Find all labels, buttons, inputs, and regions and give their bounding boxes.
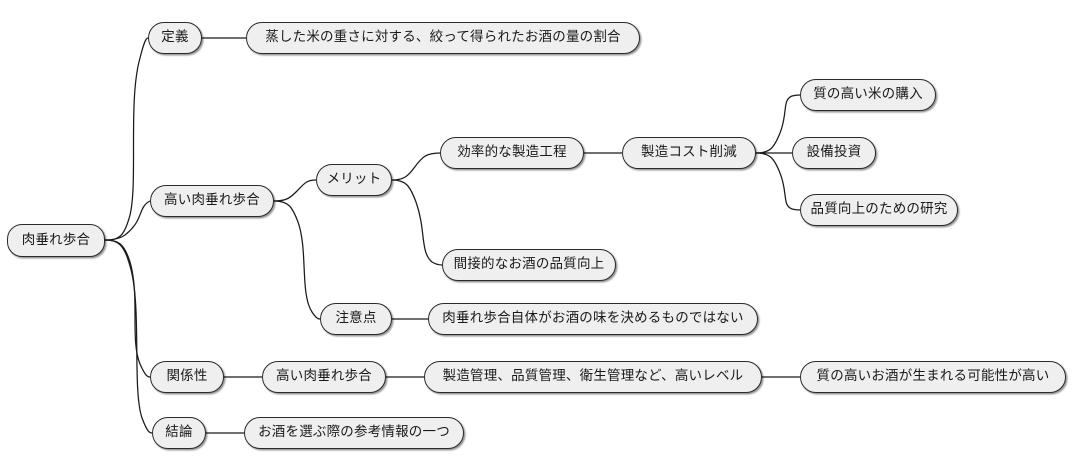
node-label: 質の高いお酒が生まれる可能性が高い — [816, 368, 1050, 385]
node-root[interactable]: 肉垂れ歩合 — [7, 224, 105, 257]
node-conclusion-detail[interactable]: お酒を選ぶ際の参考情報の一つ — [244, 417, 464, 449]
edge-root-high-ratio — [104, 200, 151, 241]
node-definition-detail[interactable]: 蒸した米の重さに対する、絞って得られたお酒の量の割合 — [246, 22, 640, 54]
node-good-sake-possible[interactable]: 質の高いお酒が生まれる可能性が高い — [800, 361, 1066, 393]
node-management-levels[interactable]: 製造管理、品質管理、衛生管理など、高いレベル — [424, 361, 762, 393]
node-caution[interactable]: 注意点 — [320, 303, 392, 335]
node-conclusion[interactable]: 結論 — [152, 417, 206, 449]
edge-high-ratio-caution — [273, 200, 321, 320]
node-efficient-process[interactable]: 効率的な製造工程 — [440, 137, 584, 169]
edge-cost-rice — [755, 94, 801, 154]
node-label: 注意点 — [335, 310, 377, 327]
node-buy-good-rice[interactable]: 質の高い米の購入 — [800, 79, 936, 111]
node-relation[interactable]: 関係性 — [150, 361, 224, 393]
node-definition[interactable]: 定義 — [148, 22, 202, 54]
node-label: 製造管理、品質管理、衛生管理など、高いレベル — [442, 368, 744, 385]
node-label: 品質向上のための研究 — [810, 201, 948, 218]
edge-root-definition — [104, 37, 149, 241]
node-label: 定義 — [161, 29, 189, 46]
edge-root-conclusion — [104, 239, 153, 434]
node-label: 効率的な製造工程 — [457, 144, 567, 161]
node-label: 結論 — [165, 424, 193, 441]
node-quality-research[interactable]: 品質向上のための研究 — [800, 194, 958, 226]
node-relation-high-ratio[interactable]: 高い肉垂れ歩合 — [262, 361, 386, 393]
node-label: メリット — [326, 171, 382, 188]
edge-high-ratio-merit — [273, 179, 317, 202]
node-label: 肉垂れ歩合自体がお酒の味を決めるものではない — [442, 310, 744, 327]
node-equipment-investment[interactable]: 設備投資 — [792, 137, 876, 169]
node-label: 質の高い米の購入 — [813, 86, 923, 103]
edge-merit-indirect — [391, 179, 443, 266]
node-indirect-quality[interactable]: 間接的なお酒の品質向上 — [442, 249, 616, 281]
node-cost-reduction[interactable]: 製造コスト削減 — [622, 137, 756, 169]
node-label: 蒸した米の重さに対する、絞って得られたお酒の量の割合 — [265, 29, 621, 46]
node-caution-detail[interactable]: 肉垂れ歩合自体がお酒の味を決めるものではない — [428, 303, 758, 335]
node-merit[interactable]: メリット — [316, 164, 392, 196]
node-label: 高い肉垂れ歩合 — [276, 368, 372, 385]
node-label: 肉垂れ歩合 — [21, 231, 91, 248]
node-label: 設備投資 — [806, 144, 862, 161]
node-label: 高い肉垂れ歩合 — [164, 192, 260, 209]
edge-merit-efficient — [391, 152, 441, 181]
node-label: 間接的なお酒の品質向上 — [453, 256, 605, 273]
node-high-ratio[interactable]: 高い肉垂れ歩合 — [150, 185, 274, 217]
node-label: 関係性 — [166, 368, 208, 385]
edge-root-relation — [104, 239, 151, 378]
node-label: お酒を選ぶ際の参考情報の一つ — [258, 424, 450, 441]
edge-cost-research — [755, 152, 801, 211]
node-label: 製造コスト削減 — [641, 144, 737, 161]
